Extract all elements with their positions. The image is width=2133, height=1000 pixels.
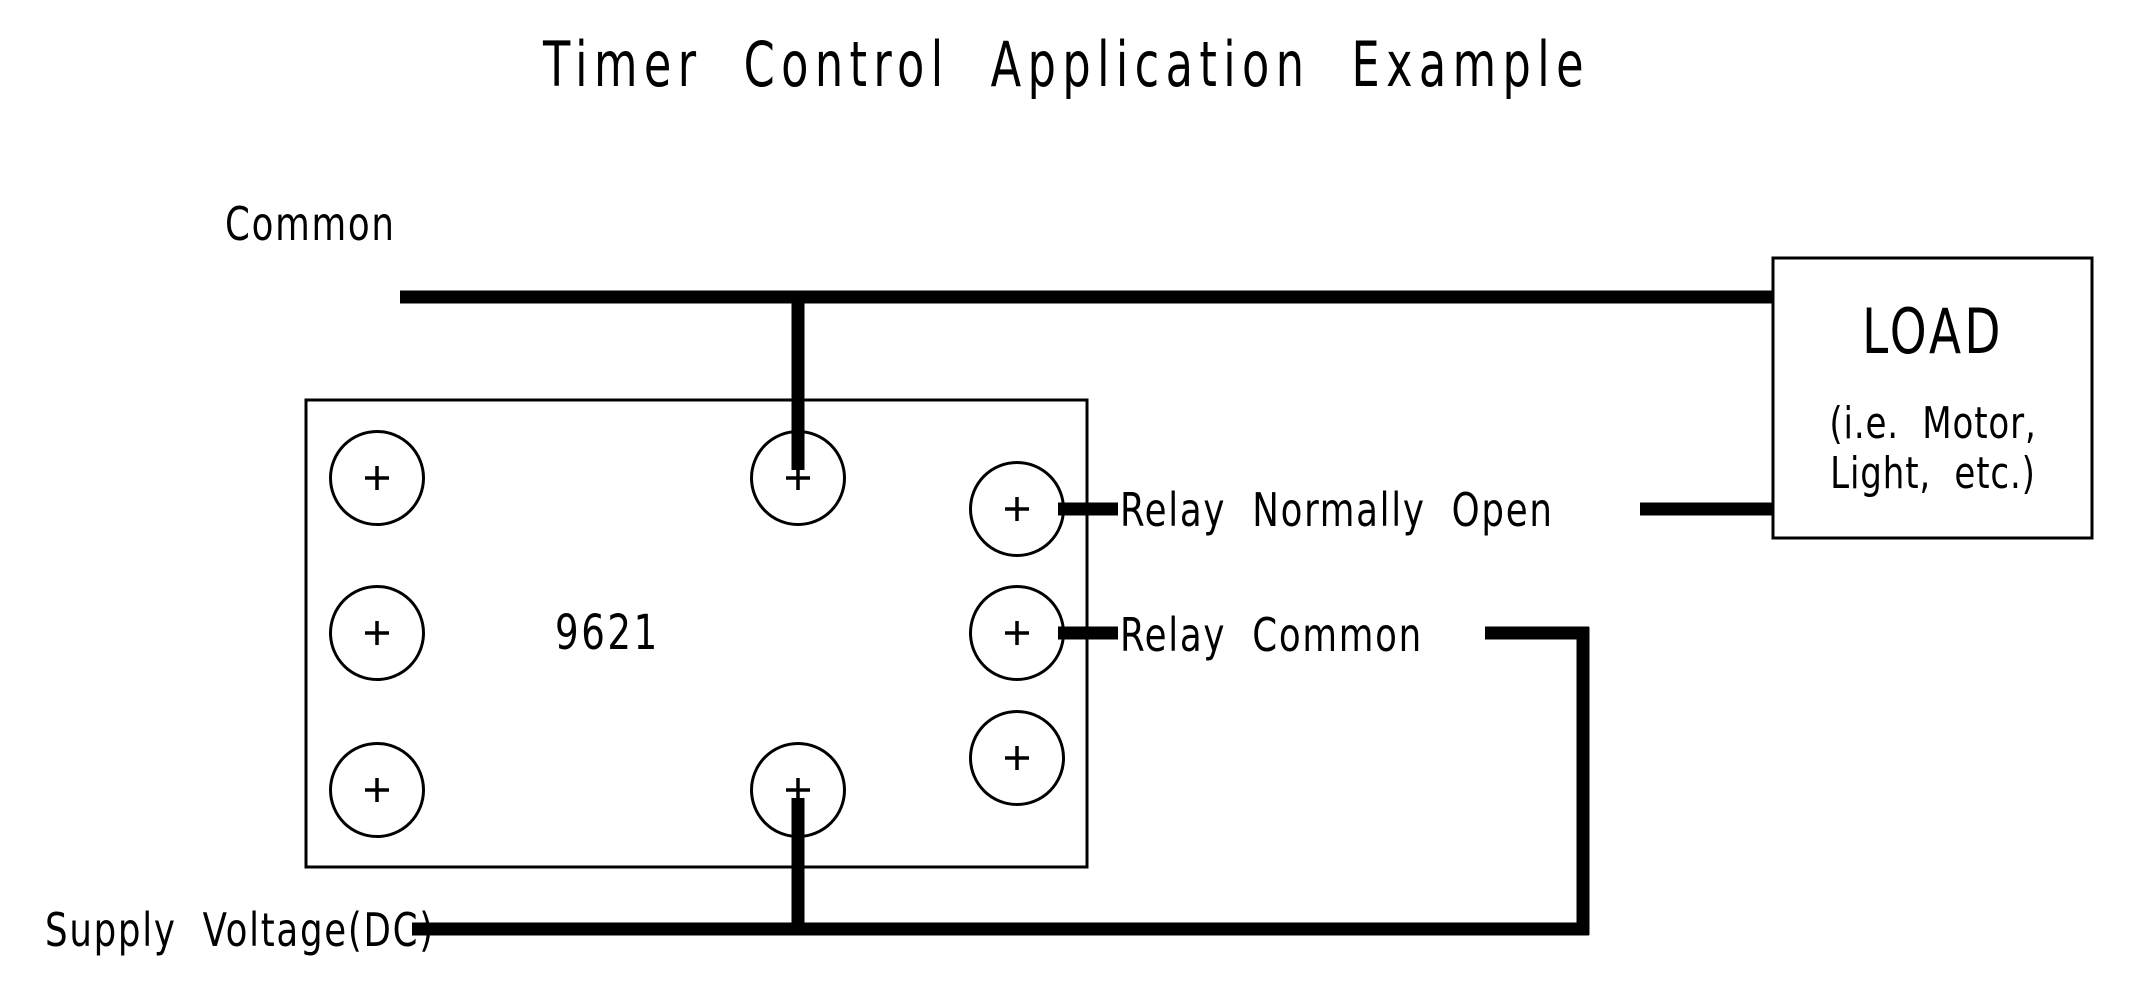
terminal-center-bottom	[750, 742, 846, 838]
terminal-right-bottom	[969, 710, 1065, 806]
page-title: Timer Control Application Example	[543, 28, 1590, 101]
load-title: LOAD	[1862, 295, 2004, 368]
terminal-left-middle	[329, 585, 425, 681]
load-box	[1771, 256, 2094, 540]
device-model-label: 9621	[555, 605, 660, 661]
terminal-left-bottom	[329, 742, 425, 838]
label-supply-voltage: Supply Voltage(DC)	[45, 903, 435, 957]
label-relay-common: Relay Common	[1120, 608, 1423, 662]
label-common: Common	[225, 197, 396, 251]
load-subtitle-line2: Light, etc.)	[1830, 448, 2036, 499]
terminal-center-top	[750, 430, 846, 526]
terminal-right-middle	[969, 585, 1065, 681]
label-relay-normally-open: Relay Normally Open	[1120, 483, 1554, 537]
load-subtitle-line1: (i.e. Motor,	[1829, 398, 2037, 449]
terminal-left-top	[329, 430, 425, 526]
terminal-right-top	[969, 461, 1065, 557]
